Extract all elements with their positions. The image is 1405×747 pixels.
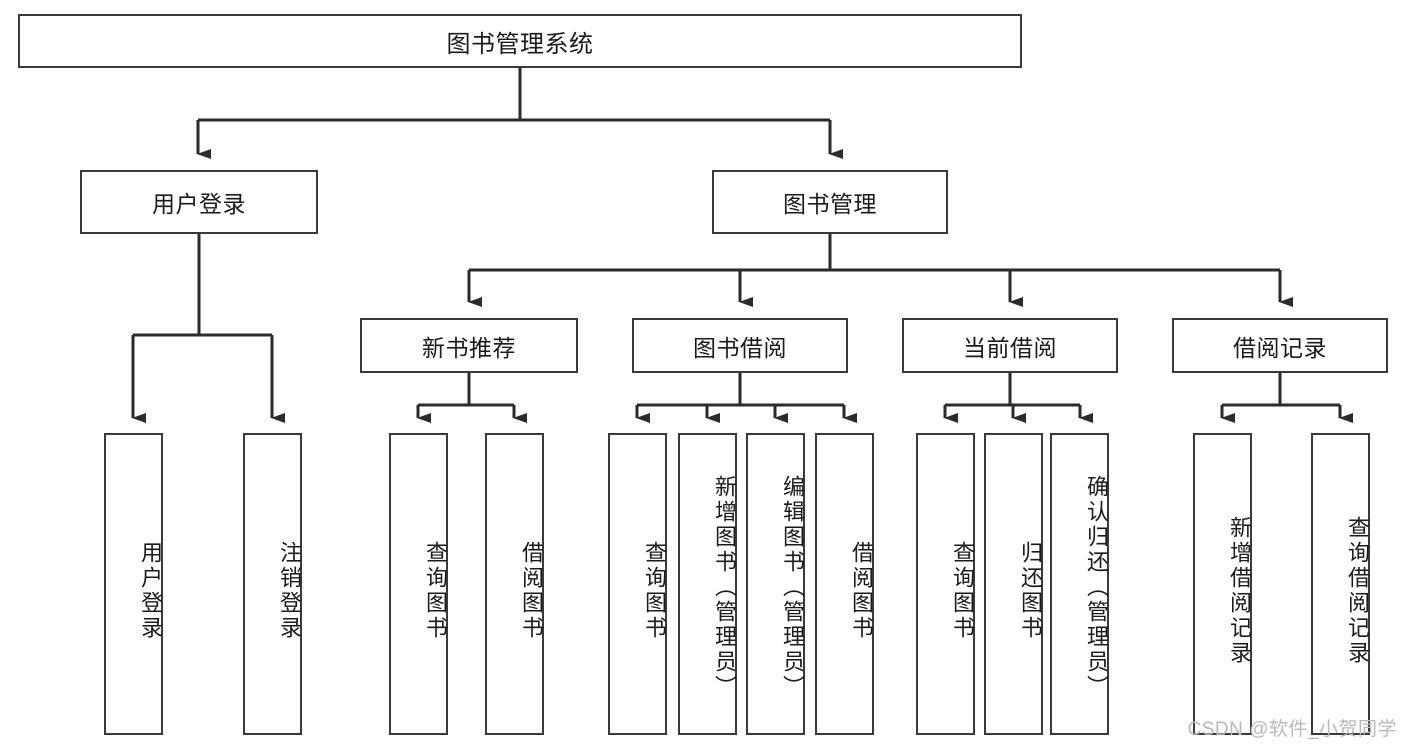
node-user-login[interactable]: 用户登录 [80,170,318,234]
leaf-current-confirm-return-admin[interactable]: 确认归还（管理员） [1050,433,1109,735]
node-borrow-record[interactable]: 借阅记录 [1172,318,1388,373]
node-root-system[interactable]: 图书管理系统 [18,14,1022,68]
leaf-record-query-borrow-record[interactable]: 查询借阅记录 [1311,433,1370,735]
leaf-recommend-query-book[interactable]: 查询图书 [389,433,448,735]
watermark: CSDN @软件_小贺同学 [1187,719,1397,740]
node-new-book-recommend[interactable]: 新书推荐 [360,318,578,373]
leaf-borrow-edit-book-admin[interactable]: 编辑图书（管理员） [746,433,805,735]
leaf-recommend-borrow-book[interactable]: 借阅图书 [485,433,544,735]
leaf-current-return-book[interactable]: 归还图书 [984,433,1043,735]
node-current-borrow[interactable]: 当前借阅 [902,318,1118,373]
leaf-borrow-add-book-admin[interactable]: 新增图书（管理员） [678,433,737,735]
leaf-user-login-signin[interactable]: 用户登录 [104,433,163,735]
leaf-user-login-signout[interactable]: 注销登录 [243,433,302,735]
node-book-borrow[interactable]: 图书借阅 [632,318,848,373]
node-book-management[interactable]: 图书管理 [712,170,948,234]
leaf-current-query-book[interactable]: 查询图书 [916,433,975,735]
leaf-borrow-borrow-book[interactable]: 借阅图书 [815,433,874,735]
leaf-borrow-query-book[interactable]: 查询图书 [608,433,667,735]
leaf-record-add-borrow-record[interactable]: 新增借阅记录 [1193,433,1252,735]
